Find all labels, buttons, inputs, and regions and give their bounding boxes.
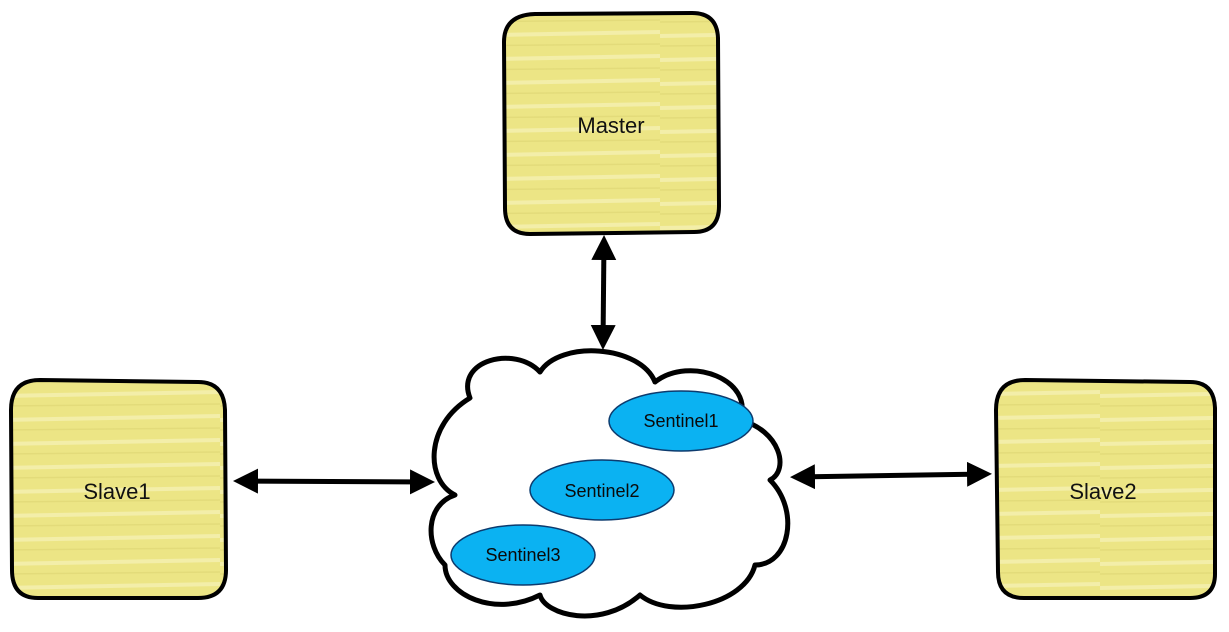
sentinel3-label: Sentinel3 (485, 545, 560, 565)
slave1-label: Slave1 (83, 479, 150, 504)
arrow-cloud-slave2 (790, 461, 992, 490)
master-box (502, 11, 721, 236)
sentinel1: Sentinel1 (608, 390, 754, 452)
sentinel3: Sentinel3 (450, 524, 596, 586)
sentinel1-ellipse (608, 390, 754, 452)
master-node: Master (502, 11, 721, 236)
sentinel2-label: Sentinel2 (564, 481, 639, 501)
sentinel1-label: Sentinel1 (643, 411, 718, 431)
arrow-slave1-cloud (233, 468, 435, 495)
slave1-box (9, 378, 228, 600)
slave1-node: Slave1 (9, 378, 228, 600)
sentinel2: Sentinel2 (529, 459, 675, 521)
slave2-node: Slave2 (994, 378, 1217, 600)
master-label: Master (577, 113, 644, 138)
sentinel3-ellipse (450, 524, 596, 586)
slave2-box (994, 378, 1217, 600)
slave2-label: Slave2 (1069, 479, 1136, 504)
sentinel2-ellipse (529, 459, 675, 521)
arrow-master-cloud (590, 235, 617, 350)
